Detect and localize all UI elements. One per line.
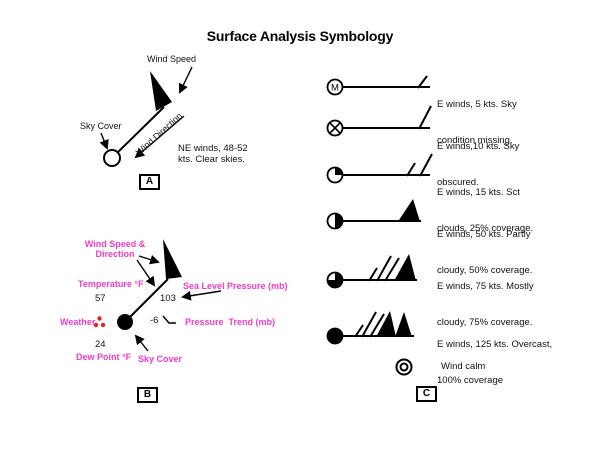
full-barb xyxy=(361,311,377,338)
label-arrow-to-staff xyxy=(136,259,156,287)
full-barb xyxy=(369,313,385,338)
wind-speed-pennant xyxy=(163,239,182,279)
wind-speed-pennant xyxy=(150,71,172,111)
symbol-caption-50kts: E winds, 50 kts. Partly cloudy, 50% cove… xyxy=(437,229,533,276)
wind-speed-direction-label-line2: Direction xyxy=(95,249,135,259)
half-fill xyxy=(335,213,343,229)
wind-direction-arrow xyxy=(134,115,185,159)
symbol-10kts-sky-obscured xyxy=(326,105,432,137)
wind-speed-label: Wind Speed xyxy=(147,54,197,64)
sky-cover-pointer-arrow xyxy=(99,132,109,150)
quarter-fill xyxy=(335,167,343,175)
symbol-caption-15kts: E winds, 15 kts. Sct clouds, 25% coverag… xyxy=(437,187,534,234)
circle-m-letter: M xyxy=(331,83,339,94)
sea-level-pressure-arrow xyxy=(181,290,222,301)
symbol-15kts-sct-clouds xyxy=(326,153,433,184)
section-c-tag: C xyxy=(416,386,437,402)
caption-a-line1: NE winds, 48-52 xyxy=(178,143,248,154)
symbol-caption-5kts: E winds, 5 kts. Sky condition missing. xyxy=(437,99,517,146)
weather-label: Weather xyxy=(60,317,96,327)
pennant xyxy=(398,199,420,222)
pennant xyxy=(394,254,416,281)
half-barb xyxy=(368,267,378,282)
section-a-tag: A xyxy=(139,174,160,190)
sky-cover-open-circle xyxy=(103,149,121,167)
full-barb xyxy=(384,257,400,282)
wind-calm-label: Wind calm xyxy=(441,361,486,372)
symbol-5kts-sky-missing: M xyxy=(326,75,430,96)
sea-level-pressure-value: 103 xyxy=(160,293,176,304)
pressure-trend-label: Pressure Trend (mb) xyxy=(185,317,276,327)
wind-speed-pointer-arrow xyxy=(178,66,193,94)
symbol-caption-10kts: E winds,10 kts. Sky obscured. xyxy=(437,141,520,188)
wind-staff xyxy=(116,106,165,154)
dew-point-label: Dew Point °F xyxy=(76,352,132,362)
three-quarter-fill xyxy=(327,272,343,288)
pennant xyxy=(395,312,412,337)
sky-cover-pointer-arrow xyxy=(134,334,149,352)
dew-point-value: 24 xyxy=(95,339,106,350)
full-barb xyxy=(418,105,432,130)
pennant xyxy=(376,311,396,337)
symbol-wind-calm xyxy=(395,358,413,376)
symbol-75kts-mostly-cloudy xyxy=(326,254,417,289)
sky-cover-label-b: Sky Cover xyxy=(138,354,183,364)
full-barb xyxy=(419,153,433,177)
symbol-50kts-partly-cloudy xyxy=(326,199,421,230)
wind-speed-direction-label-line1: Wind Speed & xyxy=(84,239,146,249)
half-barb xyxy=(417,75,428,89)
sky-cover-label: Sky Cover xyxy=(80,121,122,131)
caption-a-line2: kts. Clear skies. xyxy=(178,154,246,165)
wind-staff xyxy=(129,278,169,318)
half-barb xyxy=(354,324,364,338)
temperature-label: Temperature °F xyxy=(78,279,144,289)
section-c-symbols: M xyxy=(326,75,433,376)
label-arrow-to-pennant xyxy=(138,254,160,265)
section-a-station-model xyxy=(99,66,193,167)
section-b-tag: B xyxy=(137,387,158,403)
temperature-value: 57 xyxy=(95,293,106,304)
symbol-125kts-overcast xyxy=(326,311,414,345)
full-barb xyxy=(376,255,392,282)
sea-level-pressure-label: Sea Level Pressure (mb) xyxy=(183,281,288,291)
symbol-caption-125kts: E winds, 125 kts. Overcast, 100% coverag… xyxy=(437,339,553,386)
pressure-trend-icon xyxy=(162,315,176,324)
sky-cover-filled-circle xyxy=(117,314,133,330)
symbol-caption-75kts: E winds, 75 kts. Mostly cloudy, 75% cove… xyxy=(437,281,534,328)
half-barb xyxy=(406,162,416,177)
weather-rain-dots-icon xyxy=(93,316,106,328)
section-b-station-model xyxy=(93,239,222,352)
pressure-trend-value: -6 xyxy=(150,315,159,326)
page-title: Surface Analysis Symbology xyxy=(206,28,394,44)
